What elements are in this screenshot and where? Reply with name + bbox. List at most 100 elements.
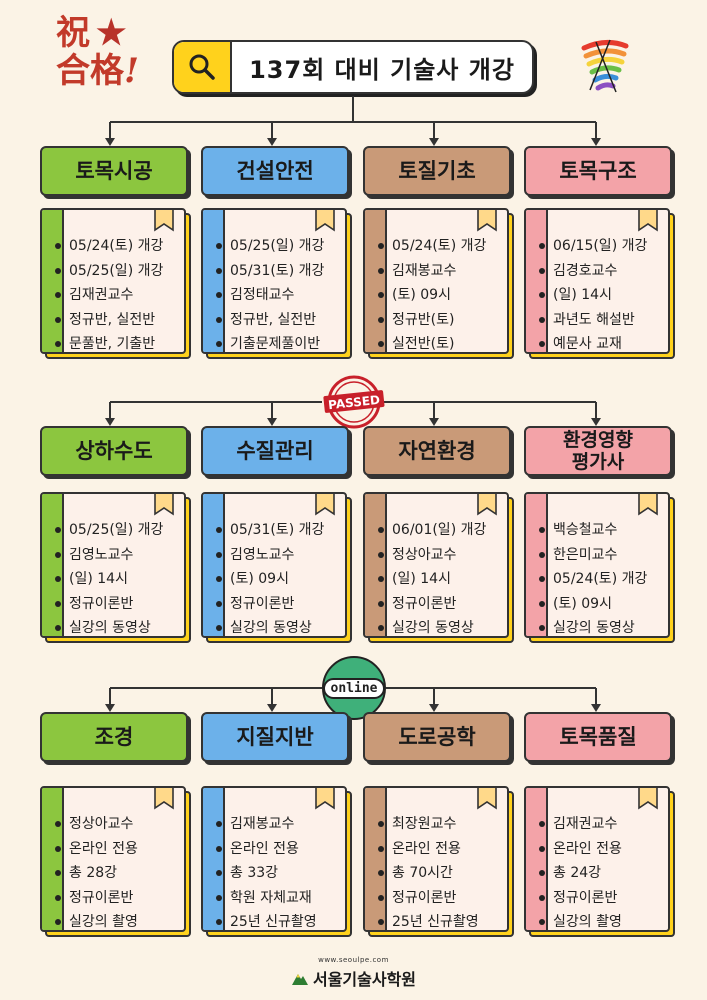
bullet-icon [539, 870, 545, 877]
page-title: 137회 대비 기술사 개강 [249, 55, 515, 84]
list-item-text: 학원 자체교재 [230, 889, 312, 906]
list-item: 한은미교수 [539, 543, 666, 568]
list-item-text: 총 28강 [69, 865, 118, 881]
bullet-icon [539, 821, 545, 828]
bullet-icon [55, 845, 61, 852]
list-item: 실전반(토) [378, 332, 505, 352]
bullet-icon [378, 625, 384, 632]
list-item-text: 문풀반, 기출반 [69, 336, 156, 352]
list-item: 05/24(토) 개강 [378, 234, 505, 259]
bullet-icon [378, 292, 384, 299]
footer-brand-name: 서울기술사학원 [312, 970, 417, 989]
bookmark-icon [315, 494, 335, 516]
bullet-icon [378, 341, 384, 348]
bullet-icon [216, 894, 222, 901]
list-item-text: 05/24(토) 개강 [553, 571, 648, 587]
bullet-icon [539, 267, 545, 274]
list-item-text: 김재봉교수 [392, 262, 457, 279]
subject-label: 상하수도 [40, 426, 188, 476]
list-item-text: 05/31(토) 개강 [230, 262, 325, 279]
list-item: 총 28강 [55, 861, 182, 886]
list-item: 김경호교수 [539, 259, 666, 284]
list-item: 김재봉교수 [378, 259, 505, 284]
bullet-icon [539, 894, 545, 901]
list-item-text: 정규반(토) [392, 311, 455, 328]
list-item-text: 실강의 동영상 [230, 620, 312, 636]
bullet-icon [378, 243, 384, 250]
subject-label: 수질관리 [201, 426, 349, 476]
subject-label: 자연환경 [363, 426, 511, 476]
bullet-icon [378, 576, 384, 583]
list-item-text: 과년도 해설반 [553, 311, 635, 328]
subject-label: 조경 [40, 712, 188, 762]
list-item-text: (토) 09시 [230, 571, 289, 587]
bookmark-icon [477, 788, 497, 810]
list-item: 05/31(토) 개강 [216, 259, 343, 284]
list-item-text: 백승철교수 [553, 522, 618, 538]
list-item: 05/24(토) 개강 [539, 567, 666, 592]
list-item-text: (토) 09시 [553, 595, 612, 612]
list-item-text: 온라인 전용 [392, 840, 461, 857]
list-item-text: 정규이론반 [230, 595, 295, 612]
mountain-logo-icon [291, 974, 308, 985]
bookmark-icon [477, 494, 497, 516]
list-item-text: 정규이론반 [553, 889, 618, 906]
bullet-icon [539, 341, 545, 348]
list-item-text: 김정태교수 [230, 287, 295, 303]
list-item: 온라인 전용 [55, 837, 182, 862]
list-item: 기출문제풀이반 [216, 332, 343, 352]
list-item: 실강의 동영상 [539, 616, 666, 636]
bullet-icon [55, 551, 61, 558]
list-item-text: 정규반, 실전반 [230, 311, 317, 328]
list-item-text: 총 70시간 [392, 865, 453, 881]
list-item-text: 05/24(토) 개강 [69, 238, 164, 254]
bullet-icon [55, 527, 61, 534]
list-item-text: 김재봉교수 [230, 816, 295, 832]
list-item: 실강의 동영상 [55, 616, 182, 636]
list-item: 정상아교수 [378, 543, 505, 568]
list-item-text: (일) 14시 [392, 571, 451, 587]
bullet-icon [55, 894, 61, 901]
bullet-icon [216, 625, 222, 632]
list-item: (토) 09시 [378, 283, 505, 308]
list-item-text: 05/25(일) 개강 [69, 522, 164, 538]
footer-url[interactable]: www.seoulpe.com [318, 956, 389, 964]
list-item: 정규이론반 [378, 886, 505, 911]
bullet-icon [216, 845, 222, 852]
bullet-icon [378, 600, 384, 607]
list-item-text: 05/24(토) 개강 [392, 238, 487, 254]
list-item-text: 실강의 동영상 [392, 620, 474, 636]
list-item-text: (일) 14시 [553, 287, 612, 303]
bullet-icon [378, 551, 384, 558]
exclamation-mark: ! [124, 51, 139, 91]
list-item: (일) 14시 [378, 567, 505, 592]
bullet-icon [378, 870, 384, 877]
list-item: 문풀반, 기출반 [55, 332, 182, 352]
list-item: 김재봉교수 [216, 812, 343, 837]
list-item-text: 정상아교수 [392, 546, 457, 563]
list-item-text: 온라인 전용 [553, 840, 622, 857]
list-item-text: 김경호교수 [553, 262, 618, 279]
list-item: 과년도 해설반 [539, 308, 666, 333]
bullet-icon [539, 527, 545, 534]
bullet-icon [216, 527, 222, 534]
bullet-icon [378, 894, 384, 901]
list-item: 김정태교수 [216, 283, 343, 308]
bullet-icon [378, 845, 384, 852]
list-item-text: 05/25(일) 개강 [69, 262, 164, 279]
list-item: 05/24(토) 개강 [55, 234, 182, 259]
